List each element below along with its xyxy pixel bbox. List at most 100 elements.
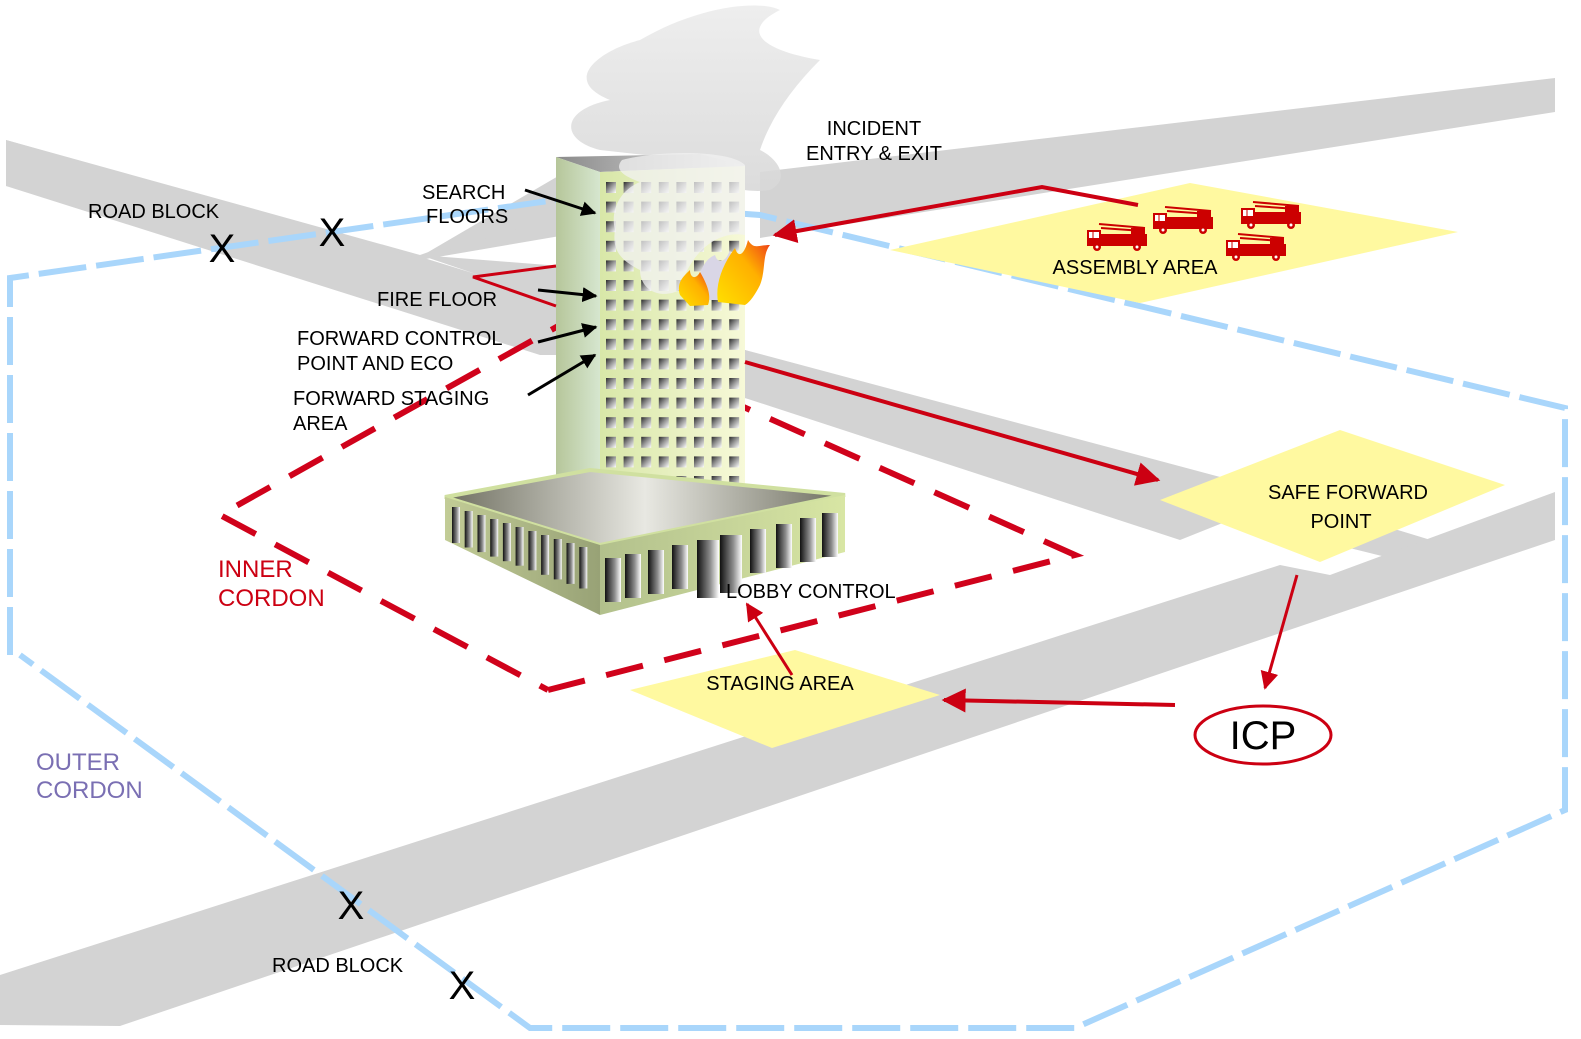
podium-window <box>750 529 766 573</box>
tower-window <box>641 299 652 311</box>
icp-marker[interactable]: ICP <box>1193 704 1333 766</box>
x-mark-icon[interactable]: X <box>209 227 236 271</box>
tower-window <box>623 280 634 291</box>
smoke-over-tower <box>613 153 745 294</box>
staging-to-lobby-arrow[interactable] <box>745 602 794 676</box>
tower-window <box>606 221 616 233</box>
tower-window <box>729 358 740 370</box>
podium-window <box>566 543 575 584</box>
fire-floor-arrow <box>537 287 598 303</box>
icp-ellipse[interactable] <box>1193 704 1333 766</box>
tower-window <box>641 397 652 409</box>
road-bottom <box>0 492 1555 1026</box>
tower-window <box>694 260 704 272</box>
podium-window <box>625 554 641 598</box>
x-mark-icon[interactable]: X <box>319 211 346 255</box>
tower-window <box>729 299 740 311</box>
tower-window <box>676 417 687 429</box>
tower-window <box>676 319 687 331</box>
podium-window <box>528 531 537 571</box>
tower-window <box>658 358 669 370</box>
tower-window <box>729 319 740 331</box>
tower-window <box>676 338 687 350</box>
tower-window <box>623 456 634 468</box>
tower-window <box>623 182 634 193</box>
podium-window <box>541 535 550 575</box>
assembly-area-zone[interactable] <box>890 183 1458 303</box>
incident-entry-label-2: ENTRY & EXIT <box>806 143 942 165</box>
staging-area-zone[interactable] <box>630 650 940 748</box>
podium-window <box>477 515 486 553</box>
tower-window <box>623 299 634 311</box>
tower-window <box>606 182 616 193</box>
tower-window <box>606 260 616 272</box>
tower-window <box>658 417 669 429</box>
staging-area-label: STAGING AREA <box>706 673 854 695</box>
road-top-left-main <box>6 140 560 355</box>
label-arrows <box>524 188 598 397</box>
tower-window <box>676 299 687 311</box>
podium-building[interactable] <box>444 467 846 615</box>
tower-window <box>711 358 722 370</box>
road-block-markers: X X X X <box>209 211 476 1008</box>
safe-forward-label-2: POINT <box>1310 511 1371 533</box>
tower-window <box>641 378 652 389</box>
podium-window <box>579 547 588 589</box>
tower-to-safe-forward-arrow[interactable] <box>744 360 1161 486</box>
labels: ROAD BLOCK ROAD BLOCK SEARCH FLOORS FIRE… <box>36 118 1428 977</box>
tower-window <box>711 417 722 429</box>
podium-windows <box>452 507 838 602</box>
tower-window <box>694 456 704 468</box>
tower-window <box>729 338 740 350</box>
tower-window <box>606 417 616 429</box>
tower-window <box>641 338 652 350</box>
search-floors-label-1: SEARCH <box>422 182 505 204</box>
tower-window <box>729 476 740 487</box>
high-rise-building-icon[interactable] <box>556 153 745 525</box>
x-mark-icon[interactable]: X <box>338 884 365 928</box>
tower-window <box>694 378 704 389</box>
tower-window <box>623 397 634 409</box>
tower-window <box>658 319 669 331</box>
tower-window <box>658 299 669 311</box>
podium-window <box>648 550 664 594</box>
tower-window <box>658 397 669 409</box>
tower-window <box>711 378 722 389</box>
tower-window <box>606 338 616 350</box>
podium-window <box>452 507 460 543</box>
tower-window <box>623 378 634 389</box>
podium-window <box>464 511 473 548</box>
tower-window <box>606 456 616 468</box>
tower-window <box>729 397 740 409</box>
safe-forward-point-zone[interactable] <box>1160 430 1505 562</box>
search-floors-arrow <box>524 188 597 216</box>
tower-window <box>606 397 616 409</box>
outer-cordon-line[interactable] <box>7 196 1568 1031</box>
tower-window <box>658 338 669 350</box>
podium-window <box>490 519 499 557</box>
tower-window <box>606 436 616 448</box>
outer-cordon-label-1: OUTER <box>36 749 120 776</box>
x-mark-icon[interactable]: X <box>449 964 476 1008</box>
tower-window <box>641 417 652 429</box>
icp-to-staging-arrow[interactable] <box>941 688 1176 713</box>
incident-entry-arrow[interactable] <box>772 184 1139 243</box>
safe-forward-to-icp-arrow[interactable] <box>1260 574 1299 690</box>
forward-control-label-1: FORWARD CONTROL <box>297 328 503 350</box>
fire-icon <box>678 240 770 306</box>
smoke-icon <box>571 5 820 191</box>
tower-window <box>676 436 687 448</box>
tower-window <box>711 319 722 331</box>
tower-window <box>606 299 616 311</box>
forward-staging-arrow <box>527 353 597 397</box>
tower-window <box>694 397 704 409</box>
tower-window <box>729 240 740 252</box>
tower-window <box>641 456 652 468</box>
road-block-top-label: ROAD BLOCK <box>88 201 220 223</box>
tower-window <box>641 436 652 448</box>
tower-window <box>729 436 740 448</box>
tower-window <box>711 436 722 448</box>
podium-window <box>515 527 524 566</box>
tower-window <box>676 456 687 468</box>
